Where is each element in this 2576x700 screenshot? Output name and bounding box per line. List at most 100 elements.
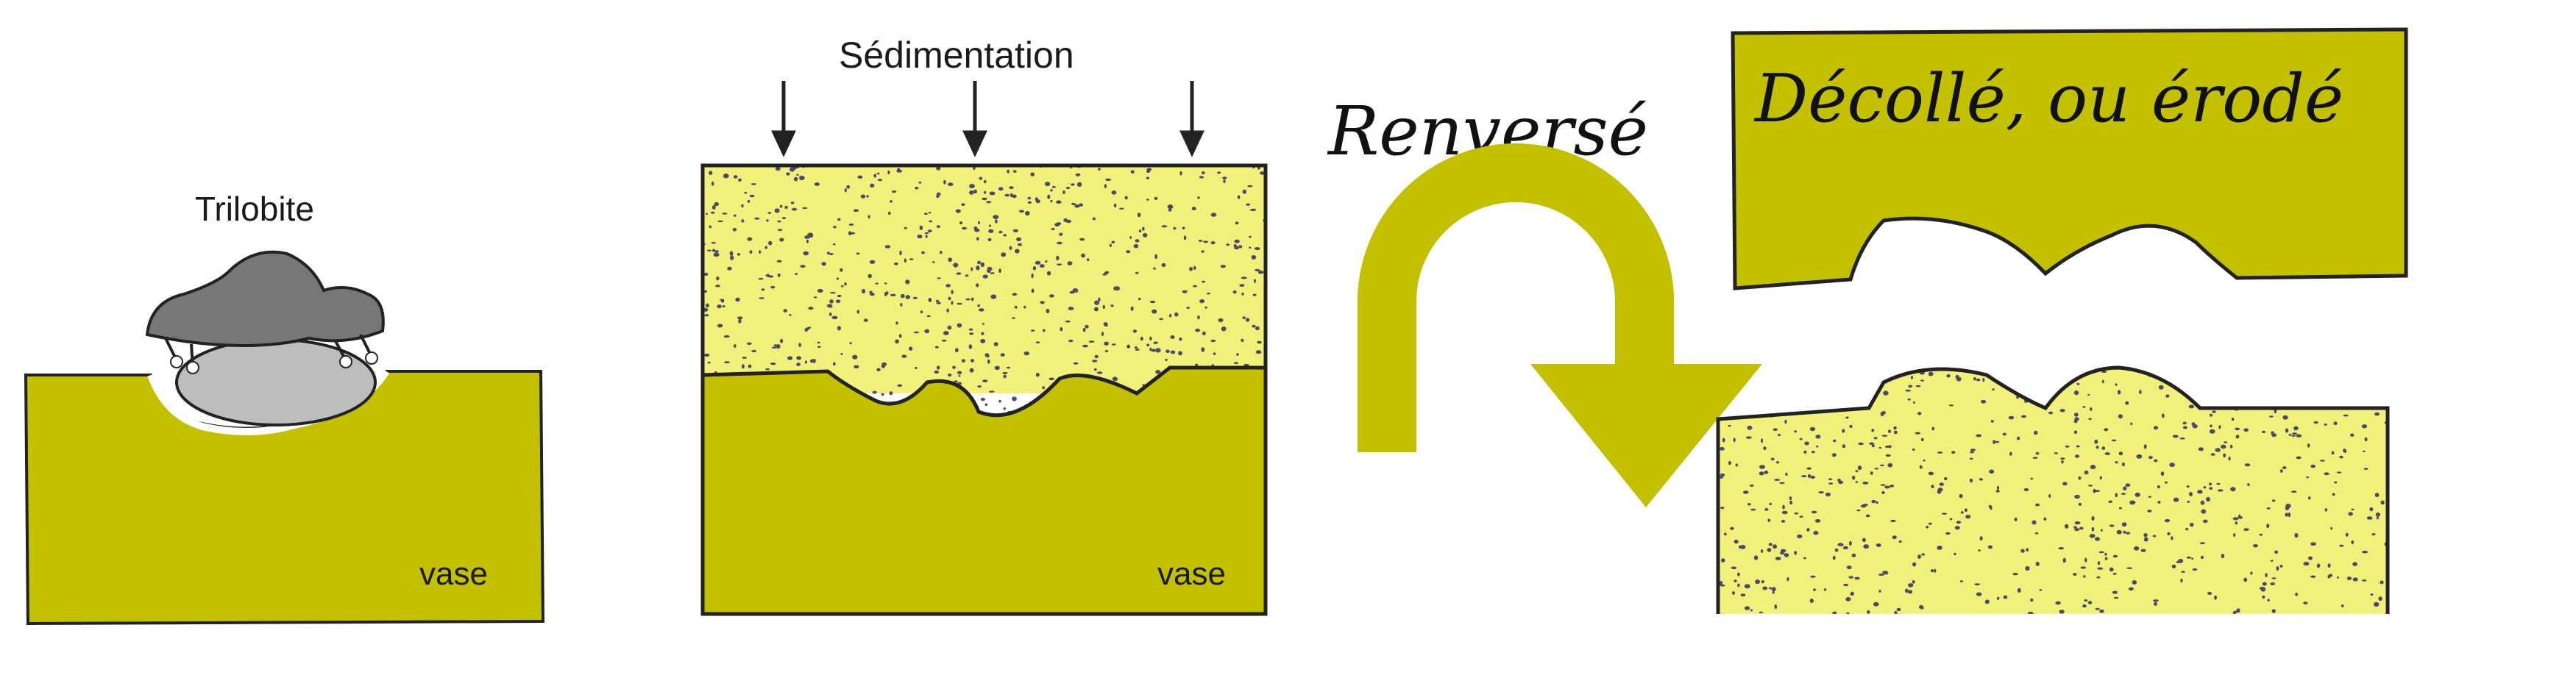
sediment-dot — [1949, 518, 1953, 521]
sediment-dot — [961, 203, 965, 207]
sediment-dot — [1140, 336, 1143, 341]
sediment-dot — [1848, 576, 1853, 579]
sediment-dot — [1948, 404, 1954, 407]
sediment-dot — [703, 353, 710, 357]
sediment-dot — [2210, 453, 2215, 456]
sediment-dot — [926, 315, 931, 318]
sediment-dot — [1201, 250, 1204, 253]
sediment-dot — [1883, 572, 1889, 575]
sediment-dot — [1049, 294, 1054, 298]
sediment-dot — [1102, 304, 1106, 310]
sediment-dot — [2334, 481, 2338, 484]
sediment-dot — [1973, 368, 1976, 370]
sediment-dot — [870, 293, 875, 296]
sediment-dot — [1195, 328, 1200, 332]
sediment-dot — [2090, 407, 2093, 411]
sediment-dot — [2375, 512, 2380, 517]
sediment-dot — [1152, 349, 1156, 352]
sediment-dot — [980, 338, 986, 343]
sediment-dot — [1873, 601, 1879, 607]
sediment-dot — [1114, 286, 1121, 291]
sediment-dot — [706, 303, 709, 308]
sediment-dot — [786, 172, 790, 176]
sediment-dot — [2054, 452, 2058, 454]
sediment-dot — [1009, 246, 1012, 250]
sediment-dot — [781, 217, 787, 220]
sediment-dot — [2288, 433, 2291, 437]
sediment-dot — [771, 346, 777, 349]
sediment-dot — [1031, 273, 1034, 279]
sediment-dot — [1197, 315, 1200, 320]
sediment-dot — [2249, 371, 2252, 375]
sediment-dot — [1941, 512, 1948, 515]
sediment-dot — [1759, 398, 1764, 402]
sediment-dot — [2192, 392, 2199, 395]
sediment-dot — [2111, 439, 2117, 442]
sediment-dot — [2363, 468, 2369, 470]
sediment-dot — [2186, 556, 2191, 559]
sediment-dot — [2214, 595, 2217, 600]
sediment-dot — [2221, 554, 2225, 559]
sediment-dot — [894, 262, 898, 265]
sediment-dot — [780, 338, 784, 343]
panel-2-frame — [700, 163, 1268, 616]
sediment-dot — [1242, 316, 1246, 319]
sediment-dot — [1863, 544, 1869, 549]
sediment-dot — [761, 288, 765, 291]
sediment-dot — [779, 238, 784, 242]
sediment-dot — [1027, 196, 1032, 200]
sediment-dot — [1075, 173, 1081, 176]
sediment-dot — [1930, 569, 1934, 573]
sediment-dot — [2109, 524, 2115, 527]
sediment-dot — [768, 240, 773, 246]
sediment-dot — [1018, 210, 1024, 213]
sediment-dot — [909, 258, 914, 260]
sediment-dot — [844, 282, 847, 286]
sediment-dot — [2007, 380, 2012, 385]
sediment-dot — [905, 279, 910, 285]
sediment-dot — [1186, 307, 1190, 310]
sediment-dot — [941, 339, 947, 342]
sediment-dot — [951, 290, 954, 295]
sediment-dot — [948, 257, 952, 262]
sediment-dot — [1759, 465, 1765, 469]
sediment-dot — [2242, 388, 2246, 393]
sediment-dot — [1182, 226, 1185, 230]
sediment-dot — [1824, 381, 1831, 385]
sediment-dot — [2279, 469, 2283, 473]
sediment-dot — [945, 284, 951, 288]
sediment-dot — [2361, 424, 2367, 429]
sediment-dot — [2307, 443, 2310, 448]
sediment-dot — [2189, 522, 2194, 527]
sediment-dot — [776, 260, 782, 262]
sediment-dot — [998, 268, 1001, 274]
sediment-dot — [1030, 329, 1035, 332]
sediment-dot — [1774, 604, 1778, 610]
sediment-dot — [2243, 577, 2248, 582]
sediment-dot — [1912, 449, 1915, 451]
sediment-dot — [936, 194, 940, 199]
sediment-dot — [2060, 457, 2065, 460]
sediment-dot — [2289, 385, 2296, 389]
sediment-dot — [821, 262, 826, 266]
sediment-dot — [2271, 609, 2276, 613]
sediment-dot — [969, 190, 974, 195]
sediment-dot — [876, 368, 881, 371]
sediment-dot — [2227, 382, 2231, 386]
sediment-dot — [759, 297, 764, 299]
sediment-dot — [959, 221, 963, 225]
sediment-dot — [2112, 554, 2118, 558]
sediment-dot — [1251, 208, 1257, 212]
sediment-dot — [936, 301, 941, 304]
sediment-dot — [1241, 338, 1244, 342]
sediment-dot — [2090, 465, 2096, 470]
sediment-dot — [1073, 362, 1079, 365]
sediment-dot — [2296, 434, 2302, 438]
sediment-dot — [2125, 532, 2131, 535]
sediment-dot — [1832, 555, 1836, 560]
sediment-dot — [981, 332, 984, 335]
sediment-dot — [1161, 225, 1168, 228]
sediment-dot — [2034, 503, 2040, 507]
sediment-dot — [1255, 268, 1260, 271]
sediment-dot — [795, 273, 798, 275]
